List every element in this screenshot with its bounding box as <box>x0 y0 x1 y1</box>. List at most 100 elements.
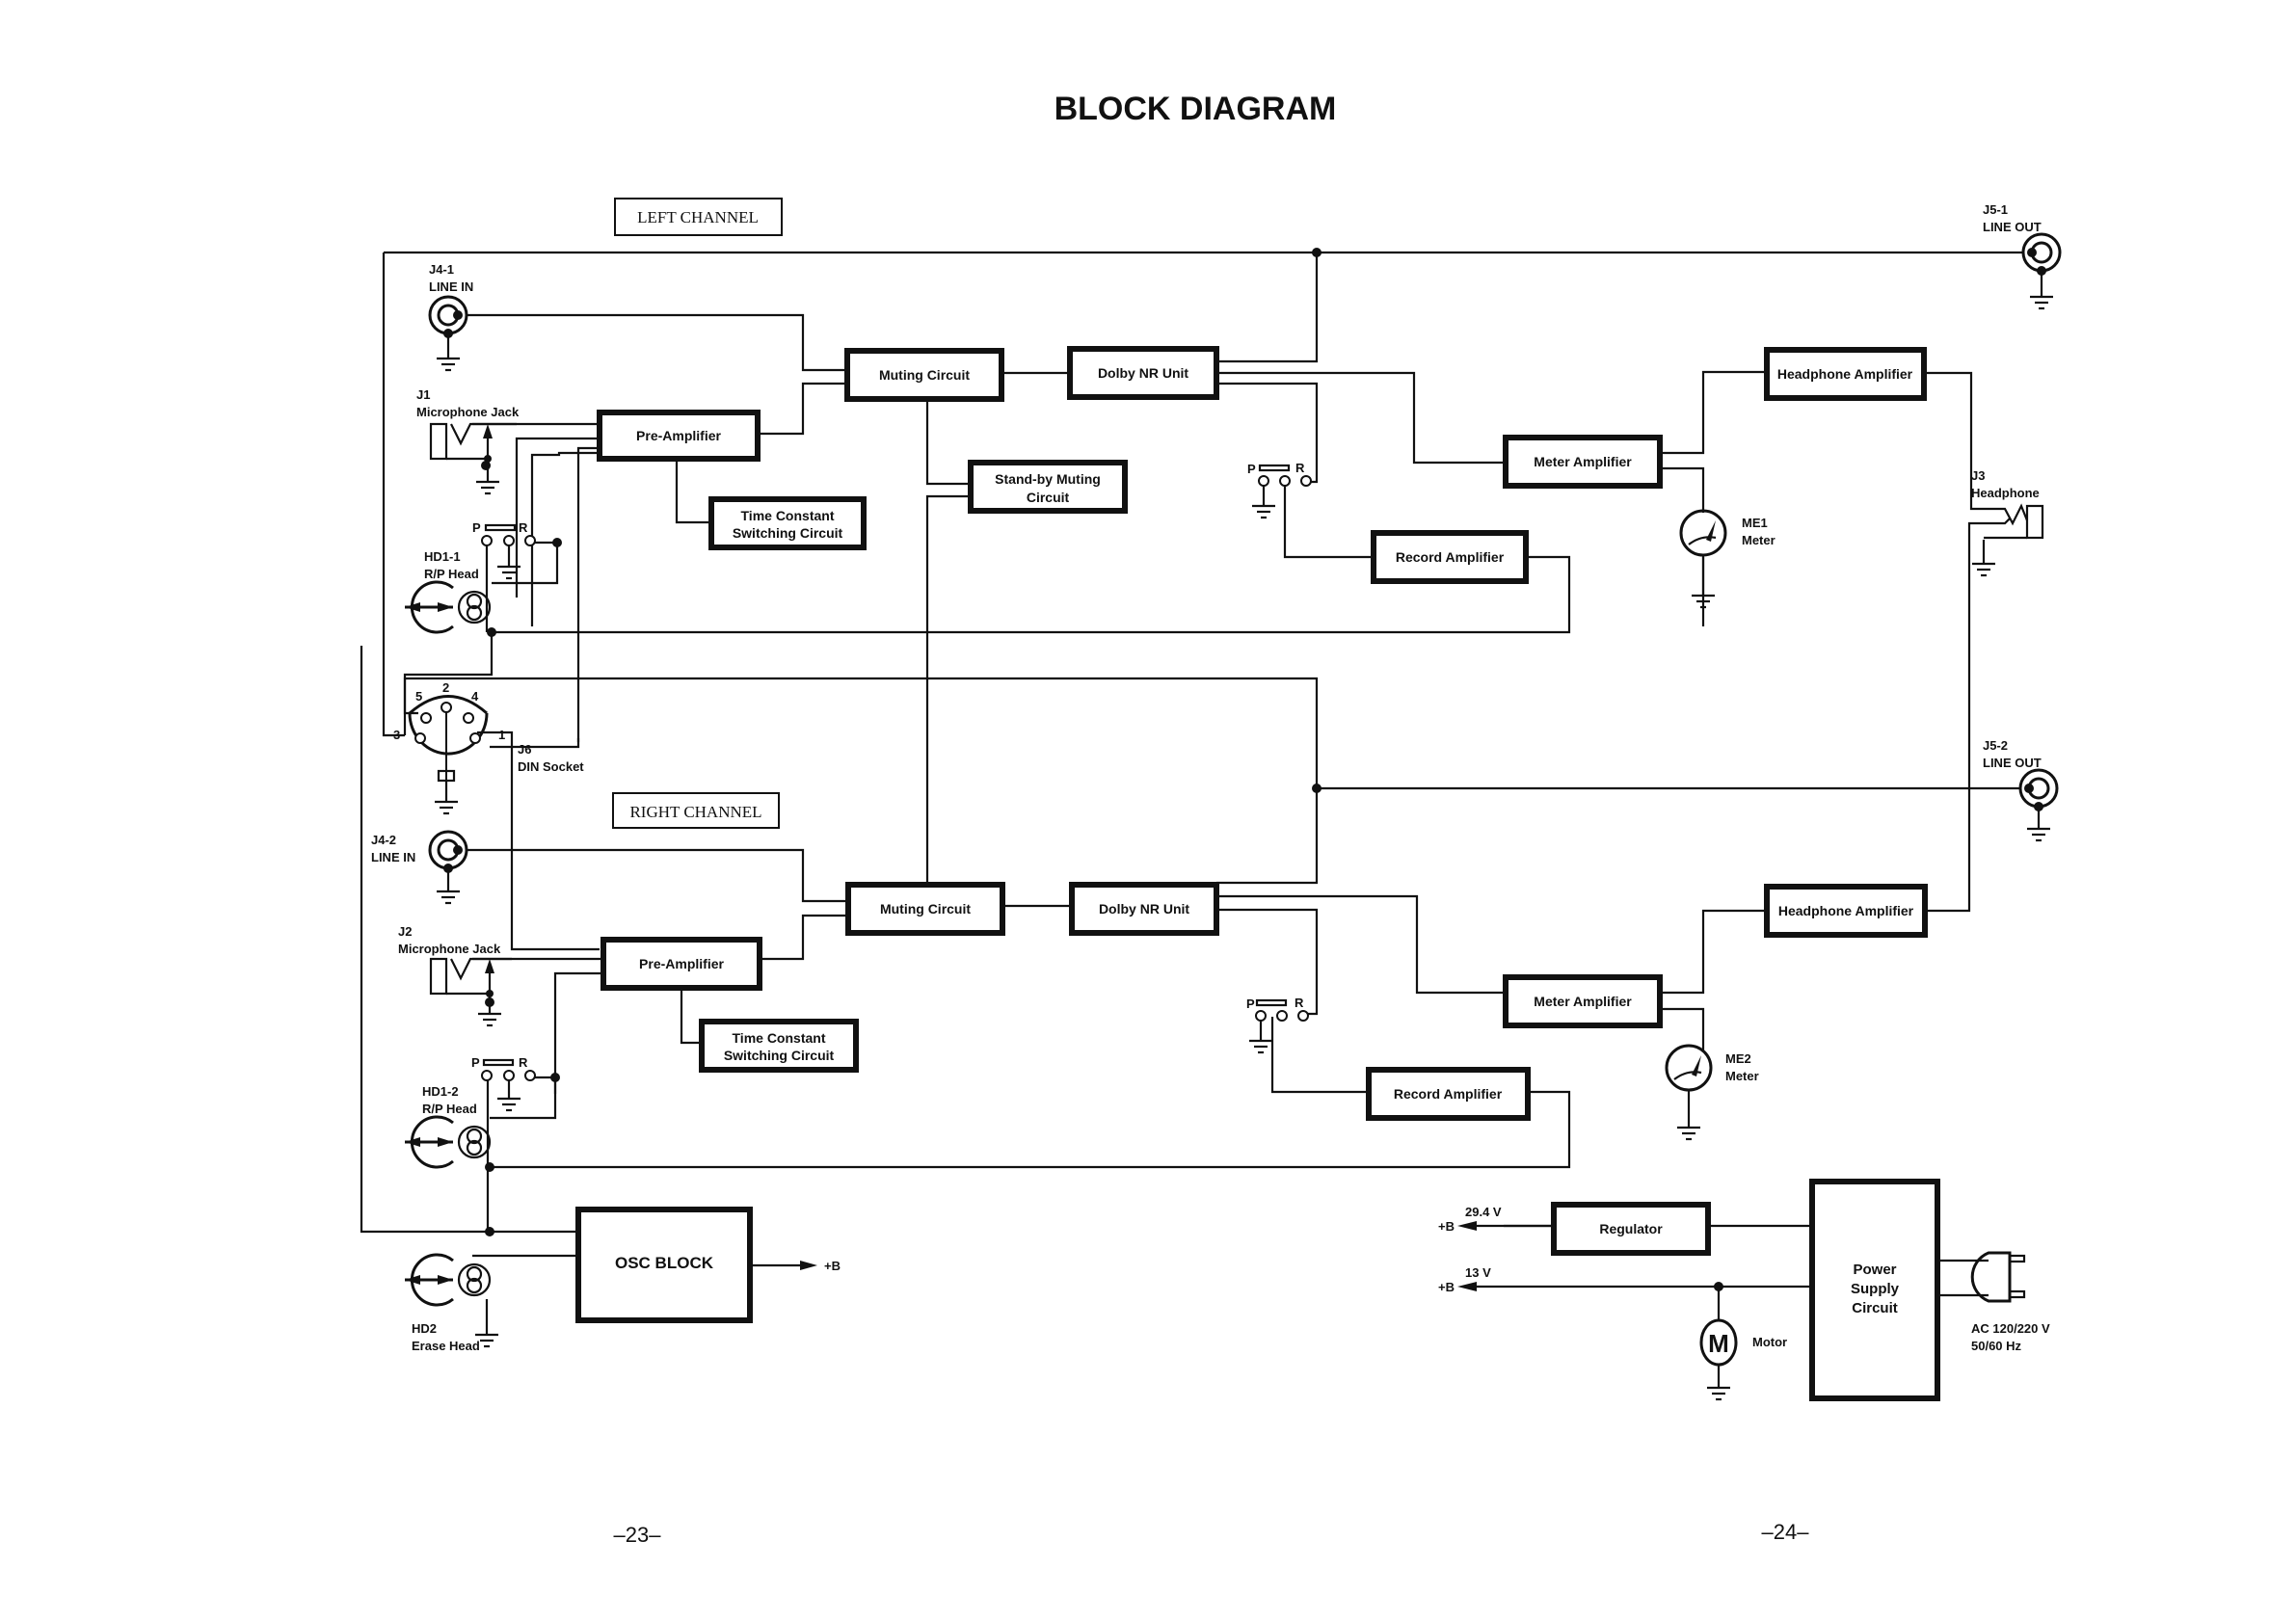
osc-out-label: +B <box>824 1259 841 1273</box>
svg-text:J5-2: J5-2 <box>1983 738 2008 753</box>
standby-muting-block: Stand-by Muting Circuit <box>968 460 1128 514</box>
right-muting-block: Muting Circuit <box>845 882 1005 936</box>
left-dolby-block: Dolby NR Unit <box>1067 346 1219 400</box>
svg-text:+B: +B <box>1438 1280 1455 1294</box>
svg-text:P: P <box>472 520 481 535</box>
svg-text:R: R <box>1295 996 1304 1010</box>
page-number-left: –23– <box>614 1523 662 1547</box>
svg-text:1: 1 <box>498 728 505 742</box>
svg-text:J5-1: J5-1 <box>1983 202 2008 217</box>
svg-text:13 V: 13 V <box>1465 1265 1491 1280</box>
svg-text:Pre-Amplifier: Pre-Amplifier <box>639 956 724 971</box>
power-supply-block: Power Supply Circuit <box>1809 1179 1940 1401</box>
svg-text:3: 3 <box>393 728 400 742</box>
right-time-constant-block: Time Constant Switching Circuit <box>699 1019 859 1073</box>
svg-text:Microphone Jack: Microphone Jack <box>416 405 520 419</box>
mic-jack-right: J2 Microphone Jack <box>398 924 512 1027</box>
svg-text:J2: J2 <box>398 924 412 939</box>
svg-text:HD1-2: HD1-2 <box>422 1084 459 1099</box>
svg-text:OSC BLOCK: OSC BLOCK <box>615 1254 714 1272</box>
regulator-block: Regulator <box>1551 1202 1711 1256</box>
right-preamp-block: Pre-Amplifier <box>601 937 762 991</box>
svg-text:Time Constant: Time Constant <box>741 508 835 523</box>
svg-text:Pre-Amplifier: Pre-Amplifier <box>636 428 721 443</box>
svg-text:P: P <box>1246 997 1255 1011</box>
pr-switch-left-head[interactable]: P R <box>472 520 557 580</box>
svg-text:29.4 V: 29.4 V <box>1465 1205 1502 1219</box>
right-dolby-block: Dolby NR Unit <box>1069 882 1219 936</box>
svg-text:Regulator: Regulator <box>1599 1221 1663 1236</box>
svg-text:LINE OUT: LINE OUT <box>1983 220 2042 234</box>
erase-head-icon: HD2 Erase Head <box>405 1253 500 1353</box>
svg-text:J4-2: J4-2 <box>371 833 396 847</box>
svg-text:R/P Head: R/P Head <box>424 567 479 581</box>
left-muting-block: Muting Circuit <box>844 348 1004 402</box>
line-in-left-jack: J4-1 LINE IN <box>428 262 473 372</box>
right-record-amp-block: Record Amplifier <box>1366 1067 1531 1121</box>
svg-text:RIGHT CHANNEL: RIGHT CHANNEL <box>629 803 761 821</box>
line-out-right-jack: J5-2 LINE OUT <box>1983 738 2059 842</box>
right-headphone-amp-block: Headphone Amplifier <box>1764 884 1928 938</box>
svg-text:Circuit: Circuit <box>1027 490 1070 505</box>
svg-text:Headphone Amplifier: Headphone Amplifier <box>1777 366 1913 382</box>
meter-me1-icon: ME1 Meter <box>1679 509 1775 609</box>
svg-text:Muting Circuit: Muting Circuit <box>880 901 971 917</box>
svg-text:LINE IN: LINE IN <box>429 279 473 294</box>
svg-text:Record Amplifier: Record Amplifier <box>1394 1086 1503 1102</box>
svg-text:LINE IN: LINE IN <box>371 850 415 864</box>
svg-text:Supply: Supply <box>1851 1281 1900 1297</box>
rp-head-right-icon: HD1-2 R/P Head <box>405 1084 492 1169</box>
svg-text:Muting Circuit: Muting Circuit <box>879 367 970 383</box>
headphone-jack-icon: J3 Headphone <box>1970 468 2044 577</box>
left-time-constant-block: Time Constant Switching Circuit <box>708 496 867 550</box>
svg-text:5: 5 <box>415 689 422 704</box>
page-title: BLOCK DIAGRAM <box>1055 91 1337 127</box>
svg-text:Stand-by Muting: Stand-by Muting <box>995 471 1101 487</box>
page-number-right: –24– <box>1762 1520 1810 1544</box>
svg-text:+B: +B <box>1438 1219 1455 1234</box>
svg-text:Circuit: Circuit <box>1852 1300 1898 1316</box>
junction-dots <box>481 248 1723 1291</box>
left-headphone-amp-block: Headphone Amplifier <box>1764 347 1927 401</box>
svg-text:R/P Head: R/P Head <box>422 1102 477 1116</box>
svg-text:Motor: Motor <box>1752 1335 1787 1349</box>
b-plus-13v-output: +B 13 V <box>1438 1265 1491 1294</box>
meter-me2-icon: ME2 Meter <box>1665 1044 1759 1141</box>
svg-text:4: 4 <box>471 689 479 704</box>
pr-switch-left-dolby[interactable]: P R <box>1247 461 1312 519</box>
svg-text:Dolby NR Unit: Dolby NR Unit <box>1099 901 1189 917</box>
osc-block: OSC BLOCK +B <box>575 1207 841 1323</box>
svg-text:Microphone Jack: Microphone Jack <box>398 942 501 956</box>
svg-text:Meter Amplifier: Meter Amplifier <box>1534 454 1632 469</box>
b-plus-29v-output: +B 29.4 V <box>1438 1205 1502 1234</box>
ac-plug-icon: AC 120/220 V 50/60 Hz <box>1970 1251 2050 1353</box>
svg-text:LINE OUT: LINE OUT <box>1983 756 2042 770</box>
svg-text:Time Constant: Time Constant <box>733 1030 826 1046</box>
left-meter-amp-block: Meter Amplifier <box>1503 435 1663 489</box>
svg-text:2: 2 <box>442 680 449 695</box>
right-channel-label: RIGHT CHANNEL <box>612 792 780 829</box>
wiring <box>360 251 2022 1388</box>
pr-switch-right-head[interactable]: P R <box>471 1055 555 1112</box>
svg-text:DIN Socket: DIN Socket <box>518 759 584 774</box>
svg-text:50/60 Hz: 50/60 Hz <box>1971 1339 2022 1353</box>
svg-text:P: P <box>471 1055 480 1070</box>
left-record-amp-block: Record Amplifier <box>1371 530 1529 584</box>
svg-text:Meter: Meter <box>1742 533 1775 547</box>
svg-text:Record Amplifier: Record Amplifier <box>1396 549 1505 565</box>
svg-text:Switching Circuit: Switching Circuit <box>733 525 843 541</box>
line-in-right-jack: J4-2 LINE IN <box>371 830 468 905</box>
svg-text:Meter: Meter <box>1725 1069 1759 1083</box>
motor-icon: M <box>1708 1329 1729 1358</box>
line-out-left-jack: J5-1 LINE OUT <box>1983 202 2062 310</box>
svg-text:Dolby NR Unit: Dolby NR Unit <box>1098 365 1188 381</box>
svg-text:J3: J3 <box>1971 468 1985 483</box>
pr-switch-right-dolby[interactable]: P R <box>1246 996 1309 1054</box>
svg-text:J6: J6 <box>518 742 531 757</box>
svg-text:ME1: ME1 <box>1742 516 1768 530</box>
left-channel-label: LEFT CHANNEL <box>614 198 783 236</box>
svg-text:HD2: HD2 <box>412 1321 437 1336</box>
svg-text:R: R <box>519 1055 528 1070</box>
svg-text:J1: J1 <box>416 387 430 402</box>
